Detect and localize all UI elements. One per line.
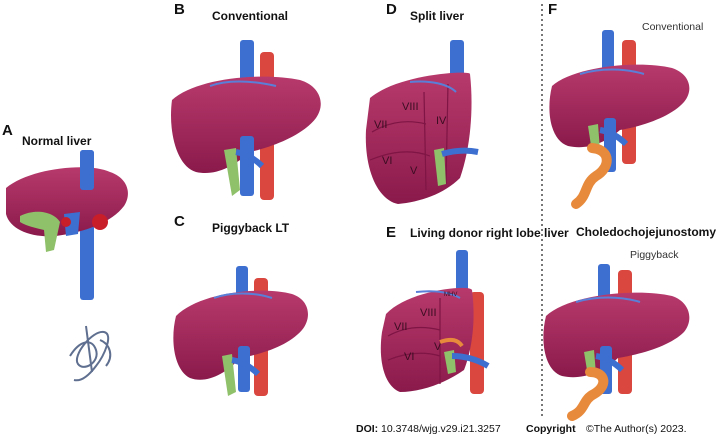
doi-value: 10.3748/wjg.v29.i21.3257	[381, 423, 501, 435]
bile-duct	[434, 148, 446, 186]
panel-d-title: Split liver	[410, 9, 464, 23]
ivc-vessel	[80, 150, 94, 190]
bile-duct	[224, 148, 240, 196]
segment-vi-label: VI	[404, 351, 414, 363]
panel-f-title: Choledochojejunostomy	[576, 225, 716, 239]
panel-e-letter: E	[386, 224, 396, 241]
hepatic-veins	[575, 296, 641, 303]
panel-b: B Conventional	[171, 1, 321, 200]
panel-a: A Normal liver	[2, 122, 128, 382]
panel-f-letter: F	[548, 1, 557, 18]
journal-logo	[69, 325, 112, 382]
copyright-text: ©The Author(s) 2023.	[586, 423, 687, 435]
portal-vein	[599, 127, 629, 147]
liver-shape	[173, 290, 308, 380]
panel-a-letter: A	[2, 122, 13, 139]
copyright-label: Copyright	[526, 423, 576, 435]
hepatic-veins	[415, 290, 461, 299]
segment-vi-label: VI	[382, 155, 392, 167]
jejunum-loop	[567, 367, 609, 421]
segment-viii-label: VIII	[420, 307, 437, 319]
liver-shape	[549, 64, 690, 148]
segment-viii-label: VIII	[402, 101, 419, 113]
liver-shape	[380, 287, 474, 392]
segment-vii-label: VII	[374, 119, 387, 131]
segment-v-label: V	[434, 341, 442, 353]
hepatic-veins	[209, 80, 277, 87]
segment-vii-label: VII	[394, 321, 407, 333]
panel-f: F Conventional Choledochojejunostomy Pig…	[543, 1, 716, 421]
panel-e-title: Living donor right lobe liver	[410, 226, 569, 240]
ivc-vessel	[240, 136, 254, 196]
panel-b-letter: B	[174, 1, 185, 18]
piggyback-label: Piggyback	[630, 249, 679, 261]
portal-vein	[595, 353, 625, 373]
doi-label: DOI:	[356, 423, 378, 435]
hepatic-veins	[409, 80, 457, 93]
panel-b-title: Conventional	[212, 9, 288, 23]
hepatic-artery	[61, 217, 71, 227]
segment-boundaries	[369, 83, 449, 191]
segment-iv-label: IV	[436, 115, 447, 127]
panel-c-title: Piggyback LT	[212, 221, 290, 235]
jejunum-loop	[571, 143, 612, 209]
panel-a-title: Normal liver	[22, 134, 92, 148]
hepatic-veins	[579, 68, 645, 75]
portal-vein	[235, 149, 265, 169]
liver-shape	[365, 72, 472, 205]
gallbladder-bile-duct	[20, 211, 60, 252]
liver-shape	[543, 292, 690, 378]
panel-c: C Piggyback LT	[173, 213, 308, 396]
panel-d: D Split liver VII VIII IV V VI	[365, 1, 479, 205]
conventional-label: Conventional	[642, 21, 703, 33]
panel-e: E Living donor right lobe liver VII VIII…	[380, 224, 569, 394]
mhv-label: MHV	[444, 292, 457, 298]
citation-footer: DOI: 10.3748/wjg.v29.i21.3257 Copyright …	[356, 423, 687, 435]
ivc-vessel	[238, 346, 250, 392]
ivc-vessel	[598, 264, 610, 304]
artery-reconstruction	[439, 337, 464, 348]
segment-v-label: V	[410, 165, 418, 177]
hepatic-veins	[213, 292, 273, 299]
panel-c-letter: C	[174, 213, 185, 230]
liver-shape	[171, 76, 321, 174]
bile-duct	[222, 354, 236, 396]
portal-vein	[231, 357, 261, 377]
portal-vein	[441, 147, 479, 157]
portal-vein	[451, 353, 490, 369]
panel-d-letter: D	[386, 1, 397, 18]
hepatic-artery	[92, 214, 108, 230]
